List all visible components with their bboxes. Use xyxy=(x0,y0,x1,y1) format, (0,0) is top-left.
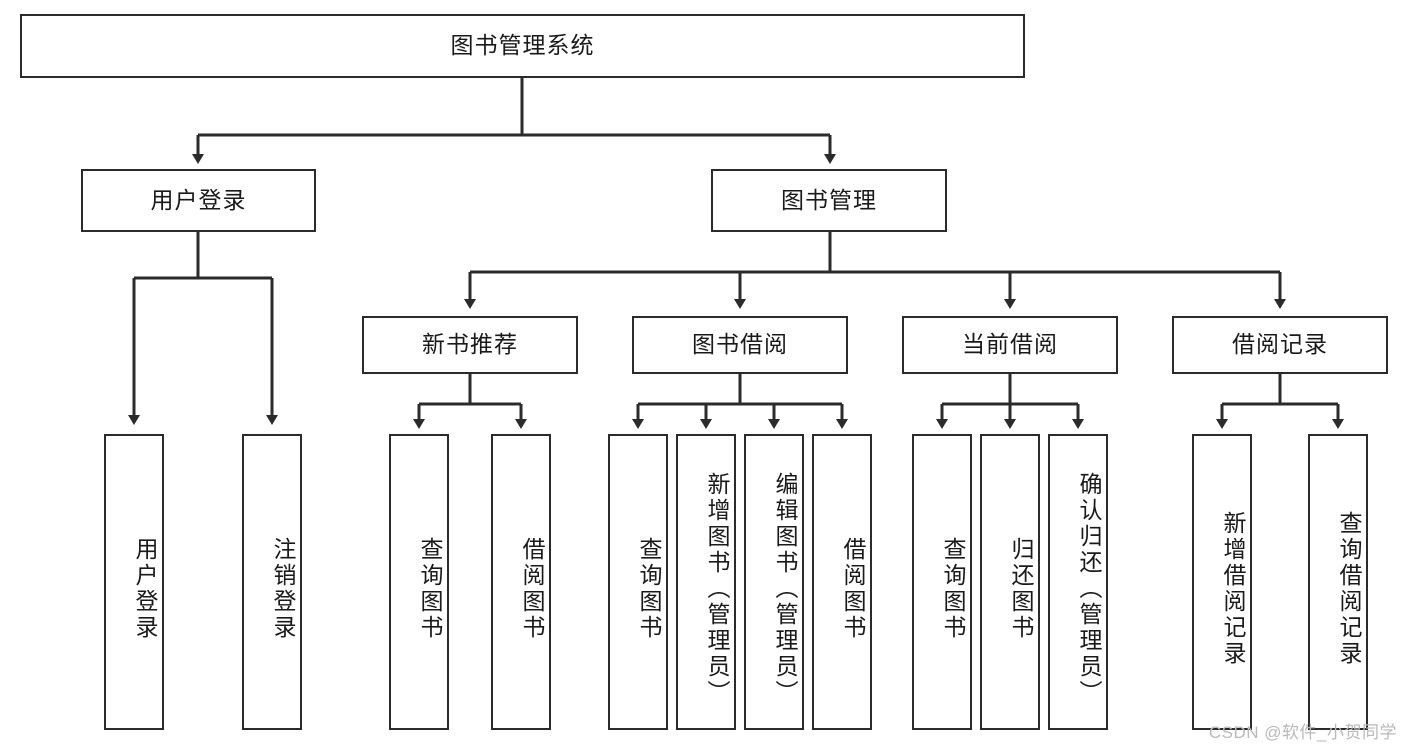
node-leaf-add-record-label: 新增借阅记录 xyxy=(1220,511,1246,667)
node-book-manage[interactable]: 图书管理 xyxy=(711,169,947,232)
node-leaf-query-record[interactable]: 查询借阅记录 xyxy=(1308,434,1368,730)
node-user-login[interactable]: 用户登录 xyxy=(81,169,316,232)
node-book-borrow-label: 图书借阅 xyxy=(692,331,788,358)
node-current-borrow[interactable]: 当前借阅 xyxy=(902,316,1118,374)
node-leaf-borrow-book-1[interactable]: 借阅图书 xyxy=(491,434,551,730)
node-root[interactable]: 图书管理系统 xyxy=(20,14,1025,78)
node-borrow-record[interactable]: 借阅记录 xyxy=(1172,316,1388,374)
node-leaf-confirm-return[interactable]: 确认归还（管理员） xyxy=(1048,434,1108,730)
node-current-borrow-label: 当前借阅 xyxy=(962,331,1058,358)
node-book-manage-label: 图书管理 xyxy=(781,186,877,213)
node-new-book-recommend-label: 新书推荐 xyxy=(422,331,518,358)
node-leaf-query-book-3-label: 查询图书 xyxy=(940,537,966,641)
node-root-label: 图书管理系统 xyxy=(450,32,595,59)
node-book-borrow[interactable]: 图书借阅 xyxy=(632,316,848,374)
node-leaf-user-login-label: 用户登录 xyxy=(132,537,158,641)
node-leaf-borrow-book-2[interactable]: 借阅图书 xyxy=(812,434,872,730)
node-leaf-user-login[interactable]: 用户登录 xyxy=(104,434,164,730)
node-leaf-add-record[interactable]: 新增借阅记录 xyxy=(1192,434,1252,730)
node-leaf-borrow-book-2-label: 借阅图书 xyxy=(840,537,866,641)
node-leaf-edit-book-label: 编辑图书（管理员） xyxy=(772,472,798,706)
node-leaf-logout[interactable]: 注销登录 xyxy=(242,434,302,730)
node-new-book-recommend[interactable]: 新书推荐 xyxy=(362,316,578,374)
node-leaf-return-book-label: 归还图书 xyxy=(1008,537,1034,641)
node-leaf-add-book-label: 新增图书（管理员） xyxy=(704,472,730,706)
node-leaf-confirm-return-label: 确认归还（管理员） xyxy=(1076,472,1102,706)
watermark: CSDN @软件_小贺同学 xyxy=(1208,723,1397,742)
node-leaf-query-book-1[interactable]: 查询图书 xyxy=(389,434,449,730)
node-leaf-query-record-label: 查询借阅记录 xyxy=(1336,511,1362,667)
node-leaf-query-book-3[interactable]: 查询图书 xyxy=(912,434,972,730)
node-leaf-query-book-2-label: 查询图书 xyxy=(636,537,662,641)
node-leaf-edit-book[interactable]: 编辑图书（管理员） xyxy=(744,434,804,730)
node-leaf-return-book[interactable]: 归还图书 xyxy=(980,434,1040,730)
node-leaf-query-book-1-label: 查询图书 xyxy=(417,537,443,641)
node-leaf-add-book[interactable]: 新增图书（管理员） xyxy=(676,434,736,730)
node-borrow-record-label: 借阅记录 xyxy=(1232,331,1328,358)
node-leaf-logout-label: 注销登录 xyxy=(270,537,296,641)
node-leaf-borrow-book-1-label: 借阅图书 xyxy=(519,537,545,641)
node-leaf-query-book-2[interactable]: 查询图书 xyxy=(608,434,668,730)
node-user-login-label: 用户登录 xyxy=(150,186,247,213)
